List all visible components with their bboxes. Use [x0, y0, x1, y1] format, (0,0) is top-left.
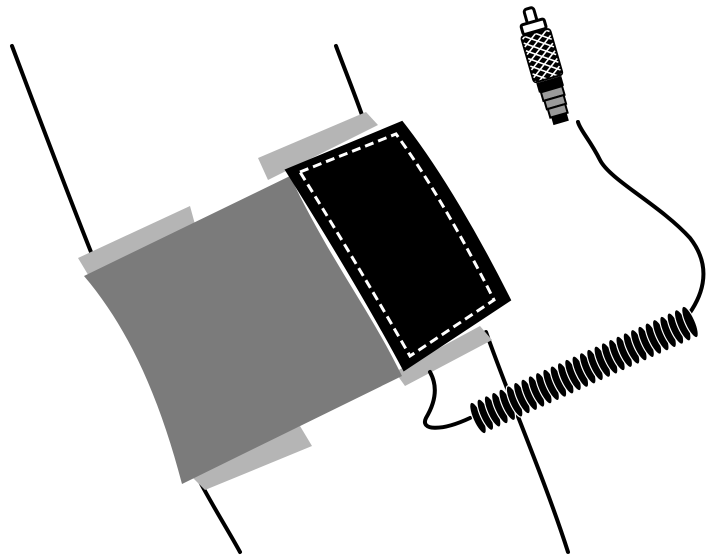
- plug-strain-relief-4: [551, 112, 569, 126]
- strap-flap-bottom-right: [395, 326, 492, 386]
- electrode-pad-icon: [284, 120, 512, 372]
- cable-from-pad: [423, 370, 472, 430]
- knurl-line: [526, 29, 550, 56]
- limb-left-edge: [10, 44, 97, 264]
- knurl-line: [533, 50, 556, 79]
- cable-to-plug: [576, 120, 706, 320]
- cable-wire: [423, 120, 706, 430]
- strap-flap-top-right: [258, 112, 378, 180]
- strap-band-icon: [78, 112, 492, 490]
- coiled-cable-icon: [469, 305, 699, 435]
- strap-flap-bottom-left: [190, 426, 312, 490]
- limb-right-edge-lower: [484, 330, 570, 554]
- strap-band-main: [84, 176, 402, 484]
- limb-right-edge: [334, 44, 364, 117]
- knurl-line: [528, 34, 552, 63]
- rca-plug-icon: [519, 6, 569, 126]
- plug-neck: [536, 76, 565, 93]
- electrode-pad: [284, 120, 512, 372]
- coil-loop: [681, 305, 699, 339]
- pad-stitching: [297, 132, 496, 359]
- plug-collar: [519, 17, 548, 36]
- knurl-line: [530, 42, 554, 71]
- strap-flap-top-left: [78, 206, 196, 278]
